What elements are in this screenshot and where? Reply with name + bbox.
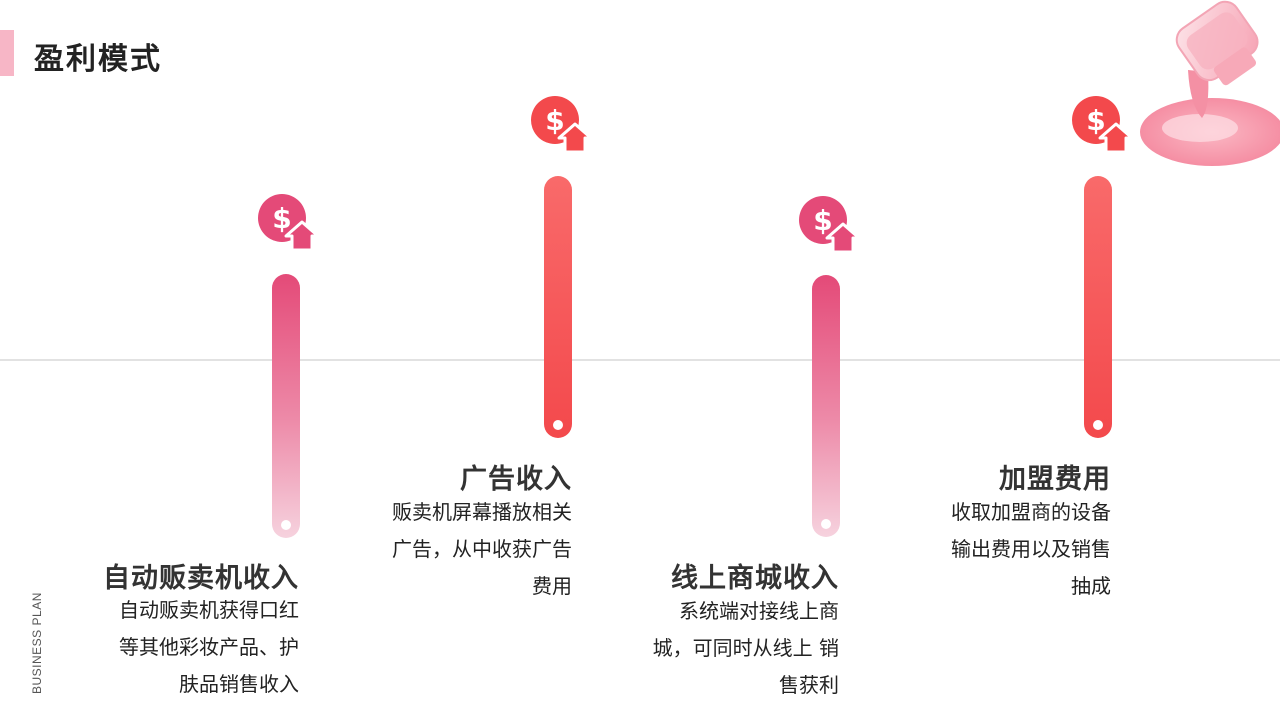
timeline-pill bbox=[812, 275, 840, 537]
item-desc: 自动贩卖机获得口红 等其他彩妆产品、护 肤品销售收入 bbox=[119, 598, 299, 696]
dollar-up-arrow-icon: $ bbox=[1072, 96, 1134, 154]
svg-text:$: $ bbox=[272, 202, 291, 235]
item-desc: 系统端对接线上商 城，可同时从线上 销 售获利 bbox=[652, 599, 839, 697]
svg-text:$: $ bbox=[1086, 104, 1105, 137]
timeline-axis bbox=[0, 359, 1280, 361]
dollar-up-arrow-icon: $ bbox=[799, 196, 861, 254]
timeline-pill bbox=[1084, 176, 1112, 438]
dollar-up-arrow-icon: $ bbox=[531, 96, 593, 154]
item-desc: 收取加盟商的设备 输出费用以及销售 抽成 bbox=[951, 500, 1111, 598]
side-label: BUSINESS PLAN bbox=[30, 592, 44, 694]
item-title: 加盟费用 bbox=[999, 464, 1111, 495]
dollar-up-arrow-icon: $ bbox=[258, 194, 320, 252]
item-desc: 贩卖机屏幕播放相关 广告，从中收获广告 费用 bbox=[392, 500, 572, 598]
title-accent-bar bbox=[0, 30, 14, 76]
timeline-pill bbox=[272, 274, 300, 538]
svg-text:$: $ bbox=[813, 204, 832, 237]
item-title: 线上商城收入 bbox=[671, 563, 839, 594]
nail-polish-bottle-icon bbox=[1140, 0, 1280, 166]
page-title: 盈利模式 bbox=[34, 42, 162, 77]
svg-text:$: $ bbox=[545, 104, 564, 137]
item-title: 自动贩卖机收入 bbox=[103, 563, 299, 594]
item-title: 广告收入 bbox=[460, 464, 572, 495]
timeline-pill bbox=[544, 176, 572, 438]
